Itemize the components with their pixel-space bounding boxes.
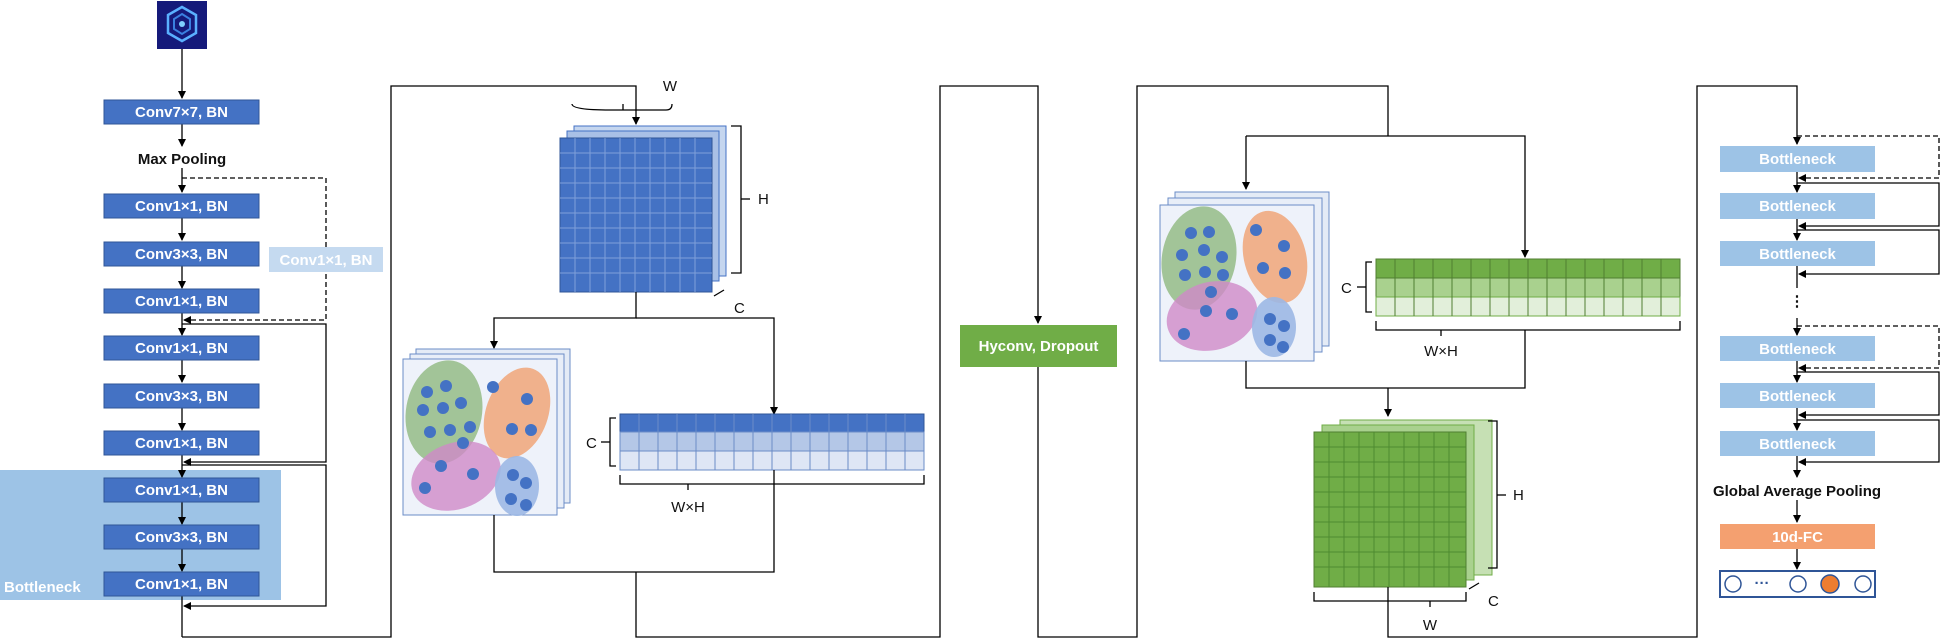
conv7-label: Conv7×7, BN bbox=[135, 104, 228, 121]
conv1-label: Conv1×1, BN bbox=[135, 576, 228, 593]
input-image bbox=[157, 1, 207, 49]
dim-wh: W×H bbox=[1424, 343, 1458, 360]
conv3-label: Conv3×3, BN bbox=[135, 388, 228, 405]
feature-matrix-blue bbox=[619, 413, 925, 471]
bottleneck-box bbox=[1720, 241, 1875, 266]
bottleneck-label: Bottleneck bbox=[1759, 341, 1836, 358]
dim-h: H bbox=[1513, 487, 1524, 504]
dim-h: H bbox=[758, 191, 769, 208]
conv3-label: Conv3×3, BN bbox=[135, 246, 228, 263]
feature-cube-blue bbox=[559, 125, 727, 293]
feature-matrix-green bbox=[1375, 258, 1681, 317]
cluster-panel bbox=[402, 348, 571, 516]
conv3-label: Conv3×3, BN bbox=[135, 529, 228, 546]
output-vector: ··· bbox=[1719, 570, 1876, 598]
maxpool-label: Max Pooling bbox=[138, 151, 226, 168]
bottleneck-label: Bottleneck bbox=[1759, 151, 1836, 168]
bottleneck-label: Bottleneck bbox=[1759, 388, 1836, 405]
bottleneck-box bbox=[1720, 193, 1875, 219]
vector-dots: ··· bbox=[1755, 575, 1770, 592]
conv7-box bbox=[103, 99, 260, 125]
bottleneck-caption: Bottleneck bbox=[4, 579, 81, 596]
dim-w: W bbox=[1423, 617, 1438, 634]
bottleneck-label: Bottleneck bbox=[1759, 198, 1836, 215]
bottleneck-box bbox=[1720, 431, 1875, 456]
bottleneck-box bbox=[1720, 336, 1875, 361]
vertical-dots: ⋮ bbox=[1790, 293, 1805, 310]
bottleneck-box bbox=[1720, 146, 1875, 172]
hyconv-dropout-box bbox=[960, 325, 1117, 367]
bottleneck-label: Bottleneck bbox=[1759, 246, 1836, 263]
dim-c: C bbox=[586, 435, 597, 452]
shortcut-conv-box bbox=[269, 247, 383, 272]
dim-c: C bbox=[1341, 280, 1352, 297]
dim-w: W bbox=[663, 78, 678, 95]
conv1-label: Conv1×1, BN bbox=[135, 293, 228, 310]
conv1-label: Conv1×1, BN bbox=[135, 340, 228, 357]
conv1-label: Conv1×1, BN bbox=[135, 435, 228, 452]
hyconv-dropout-label: Hyconv, Dropout bbox=[979, 338, 1099, 355]
dim-wh: W×H bbox=[671, 499, 705, 516]
fc-box bbox=[1720, 524, 1875, 549]
shortcut-conv-label: Conv1×1, BN bbox=[280, 252, 373, 269]
conv1-label: Conv1×1, BN bbox=[135, 482, 228, 499]
dim-c: C bbox=[734, 300, 745, 317]
conv1-label: Conv1×1, BN bbox=[135, 198, 228, 215]
cluster-panel bbox=[1159, 191, 1330, 362]
dim-c: C bbox=[1488, 593, 1499, 610]
feature-cube-green bbox=[1313, 419, 1493, 588]
bottleneck-label: Bottleneck bbox=[1759, 436, 1836, 453]
fc-label: 10d-FC bbox=[1772, 529, 1823, 546]
global-average-pooling-label: Global Average Pooling bbox=[1713, 483, 1881, 500]
bottleneck-box bbox=[1720, 383, 1875, 408]
